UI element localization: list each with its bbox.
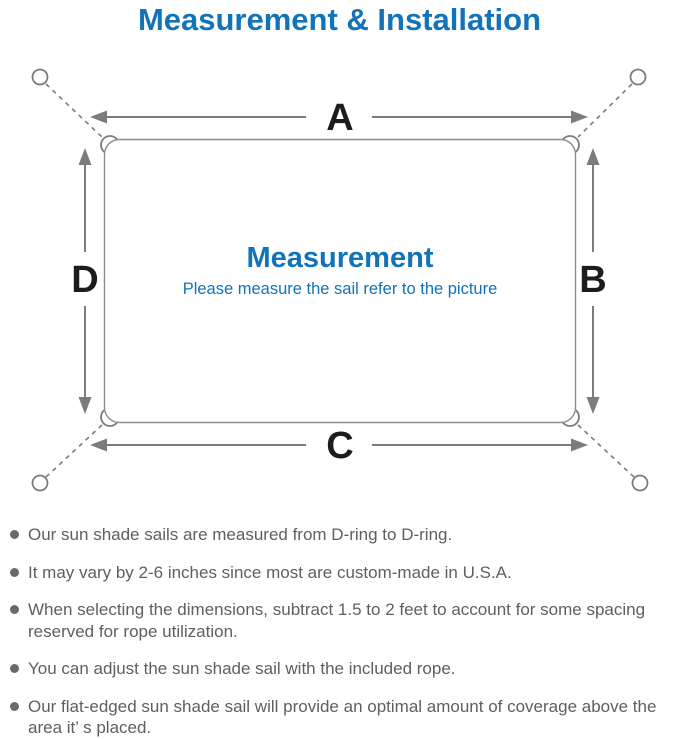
arrow-d-head-up xyxy=(78,148,92,165)
anchor-point-top-right xyxy=(629,68,647,86)
dashed-line-bottom-right xyxy=(577,424,635,478)
note-item: Our flat-edged sun shade sail will provi… xyxy=(0,696,662,739)
label-side-b: B xyxy=(579,259,606,301)
note-item: When selecting the dimensions, subtract … xyxy=(0,599,662,642)
note-item: It may vary by 2-6 inches since most are… xyxy=(0,562,662,584)
label-side-d: D xyxy=(71,259,98,301)
anchor-point-bottom-left xyxy=(31,474,49,492)
arrow-b-head-up xyxy=(586,148,600,165)
dashed-line-top-right xyxy=(577,83,633,138)
bullet-icon xyxy=(10,701,19,711)
arrow-b-head-down xyxy=(586,397,600,414)
anchor-point-bottom-right xyxy=(631,474,649,492)
bullet-icon xyxy=(10,530,19,539)
note-text: Our flat-edged sun shade sail will provi… xyxy=(28,696,657,738)
sail-outline xyxy=(103,138,577,424)
label-side-c: C xyxy=(326,425,353,467)
anchor-point-top-left xyxy=(31,68,49,86)
dashed-line-bottom-left xyxy=(45,424,103,478)
arrow-d-head-down xyxy=(78,397,92,414)
measurement-diagram: A C D B Measurement Please measure the s… xyxy=(31,68,649,492)
bullet-icon xyxy=(10,664,19,674)
arrow-c-head-left xyxy=(90,438,107,452)
note-item: You can adjust the sun shade sail with t… xyxy=(0,658,662,680)
bullet-icon xyxy=(10,605,19,615)
page-title: Measurement & Installation xyxy=(137,2,542,37)
note-text: Our sun shade sails are measured from D-… xyxy=(28,525,453,544)
diagram-center-title: Measurement xyxy=(247,242,434,274)
arrow-c-head-right xyxy=(571,438,588,452)
dashed-line-top-left xyxy=(45,83,103,138)
note-item: Our sun shade sails are measured from D-… xyxy=(0,524,662,546)
note-text: You can adjust the sun shade sail with t… xyxy=(28,659,456,679)
label-side-a: A xyxy=(326,97,353,139)
bullet-icon xyxy=(10,567,19,577)
note-text: When selecting the dimensions, subtract … xyxy=(28,600,646,641)
arrow-a-head-left xyxy=(90,110,107,124)
notes-list: Our sun shade sails are measured from D-… xyxy=(0,524,662,739)
note-text: It may vary by 2-6 inches since most are… xyxy=(28,562,512,582)
diagram-center-subtitle: Please measure the sail refer to the pic… xyxy=(183,280,498,298)
arrow-a-head-right xyxy=(571,110,588,124)
